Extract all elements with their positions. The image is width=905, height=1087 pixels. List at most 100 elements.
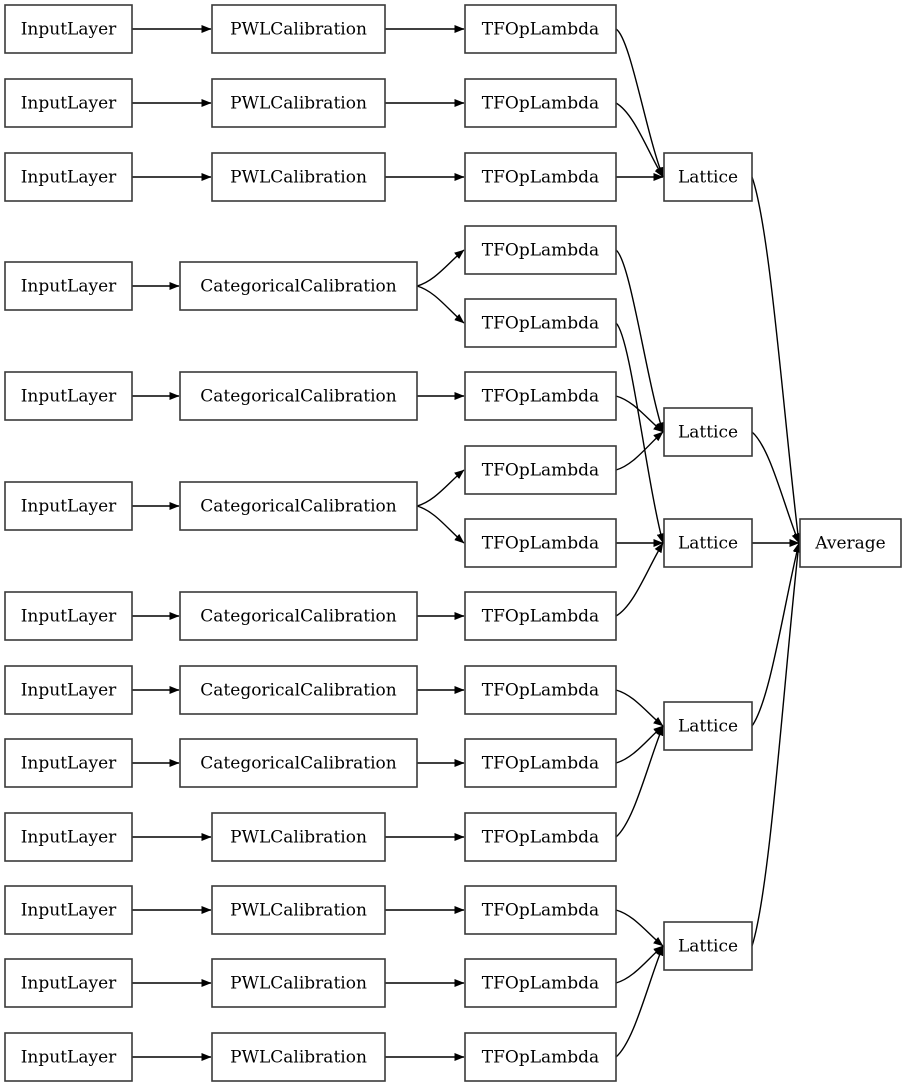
node-box[interactable] (4, 4, 133, 54)
node-box[interactable] (4, 885, 133, 935)
node-tf5-tfop-lambda[interactable]: TFOpLambda (464, 298, 617, 348)
node-cal6-categorical-calibration[interactable]: CategoricalCalibration (179, 481, 418, 531)
node-in1-input-layer[interactable]: InputLayer (4, 4, 133, 54)
node-box[interactable] (4, 812, 133, 862)
node-box[interactable] (4, 481, 133, 531)
node-box[interactable] (179, 481, 418, 531)
node-in4-input-layer[interactable]: InputLayer (4, 261, 133, 311)
node-box[interactable] (464, 1032, 617, 1082)
node-in12-input-layer[interactable]: InputLayer (4, 958, 133, 1008)
node-tf15-tfop-lambda[interactable]: TFOpLambda (464, 1032, 617, 1082)
node-box[interactable] (4, 371, 133, 421)
node-tf3-tfop-lambda[interactable]: TFOpLambda (464, 152, 617, 202)
node-cal3-pwlcalibration[interactable]: PWLCalibration (211, 152, 386, 202)
node-in10-input-layer[interactable]: InputLayer (4, 812, 133, 862)
node-box[interactable] (464, 885, 617, 935)
node-box[interactable] (663, 518, 753, 568)
node-in9-input-layer[interactable]: InputLayer (4, 738, 133, 788)
node-in5-input-layer[interactable]: InputLayer (4, 371, 133, 421)
node-cal1-pwlcalibration[interactable]: PWLCalibration (211, 4, 386, 54)
node-tf13-tfop-lambda[interactable]: TFOpLambda (464, 885, 617, 935)
node-box[interactable] (4, 1032, 133, 1082)
node-box[interactable] (464, 298, 617, 348)
node-tf1-tfop-lambda[interactable]: TFOpLambda (464, 4, 617, 54)
node-box[interactable] (663, 152, 753, 202)
node-cal13-pwlcalibration[interactable]: PWLCalibration (211, 1032, 386, 1082)
node-box[interactable] (179, 591, 418, 641)
node-in2-input-layer[interactable]: InputLayer (4, 78, 133, 128)
node-tf9-tfop-lambda[interactable]: TFOpLambda (464, 591, 617, 641)
node-tf11-tfop-lambda[interactable]: TFOpLambda (464, 738, 617, 788)
node-tf14-tfop-lambda[interactable]: TFOpLambda (464, 958, 617, 1008)
node-box[interactable] (663, 701, 753, 751)
node-avg-average[interactable]: Average (799, 518, 902, 568)
node-box[interactable] (464, 225, 617, 275)
node-box[interactable] (179, 665, 418, 715)
node-box[interactable] (4, 152, 133, 202)
node-box[interactable] (4, 738, 133, 788)
node-cal2-pwlcalibration[interactable]: PWLCalibration (211, 78, 386, 128)
node-box[interactable] (211, 78, 386, 128)
node-box[interactable] (464, 738, 617, 788)
node-box[interactable] (663, 921, 753, 971)
node-cal5-categorical-calibration[interactable]: CategoricalCalibration (179, 371, 418, 421)
node-box[interactable] (4, 958, 133, 1008)
node-in11-input-layer[interactable]: InputLayer (4, 885, 133, 935)
node-cal12-pwlcalibration[interactable]: PWLCalibration (211, 958, 386, 1008)
node-in3-input-layer[interactable]: InputLayer (4, 152, 133, 202)
node-box[interactable] (464, 665, 617, 715)
node-in7-input-layer[interactable]: InputLayer (4, 591, 133, 641)
node-box[interactable] (179, 261, 418, 311)
edge-lattice-to-average (751, 542, 801, 727)
node-cal4-categorical-calibration[interactable]: CategoricalCalibration (179, 261, 418, 311)
node-box[interactable] (211, 958, 386, 1008)
node-cal8-categorical-calibration[interactable]: CategoricalCalibration (179, 665, 418, 715)
node-box[interactable] (4, 78, 133, 128)
edge-layer (132, 25, 802, 1061)
node-box[interactable] (179, 371, 418, 421)
node-box[interactable] (211, 4, 386, 54)
node-box[interactable] (464, 518, 617, 568)
node-box[interactable] (179, 738, 418, 788)
node-box[interactable] (211, 812, 386, 862)
node-lat3-lattice[interactable]: Lattice (663, 518, 753, 568)
node-box[interactable] (464, 445, 617, 495)
node-in6-input-layer[interactable]: InputLayer (4, 481, 133, 531)
node-box[interactable] (464, 958, 617, 1008)
node-box[interactable] (464, 591, 617, 641)
node-cal9-categorical-calibration[interactable]: CategoricalCalibration (179, 738, 418, 788)
node-box[interactable] (211, 152, 386, 202)
node-box[interactable] (4, 591, 133, 641)
node-lat1-lattice[interactable]: Lattice (663, 152, 753, 202)
node-box[interactable] (211, 885, 386, 935)
node-lat4-lattice[interactable]: Lattice (663, 701, 753, 751)
node-in8-input-layer[interactable]: InputLayer (4, 665, 133, 715)
edge-categorical-calibration-to-tfop-lambda (416, 469, 465, 507)
node-in13-input-layer[interactable]: InputLayer (4, 1032, 133, 1082)
node-tf4-tfop-lambda[interactable]: TFOpLambda (464, 225, 617, 275)
node-box[interactable] (464, 371, 617, 421)
node-box[interactable] (211, 1032, 386, 1082)
node-cal10-pwlcalibration[interactable]: PWLCalibration (211, 812, 386, 862)
node-box[interactable] (464, 152, 617, 202)
node-box[interactable] (663, 407, 753, 457)
node-tf12-tfop-lambda[interactable]: TFOpLambda (464, 812, 617, 862)
node-tf6-tfop-lambda[interactable]: TFOpLambda (464, 371, 617, 421)
edge-tfop-lambda-to-lattice (615, 431, 664, 471)
node-box[interactable] (4, 665, 133, 715)
node-lat5-lattice[interactable]: Lattice (663, 921, 753, 971)
node-tf8-tfop-lambda[interactable]: TFOpLambda (464, 518, 617, 568)
node-tf7-tfop-lambda[interactable]: TFOpLambda (464, 445, 617, 495)
node-cal11-pwlcalibration[interactable]: PWLCalibration (211, 885, 386, 935)
node-box[interactable] (464, 4, 617, 54)
node-lat2-lattice[interactable]: Lattice (663, 407, 753, 457)
edge-lattice-to-average (751, 176, 802, 544)
node-box[interactable] (799, 518, 902, 568)
node-box[interactable] (464, 812, 617, 862)
node-tf10-tfop-lambda[interactable]: TFOpLambda (464, 665, 617, 715)
node-cal7-categorical-calibration[interactable]: CategoricalCalibration (179, 591, 418, 641)
node-box[interactable] (464, 78, 617, 128)
node-box[interactable] (4, 261, 133, 311)
node-tf2-tfop-lambda[interactable]: TFOpLambda (464, 78, 617, 128)
